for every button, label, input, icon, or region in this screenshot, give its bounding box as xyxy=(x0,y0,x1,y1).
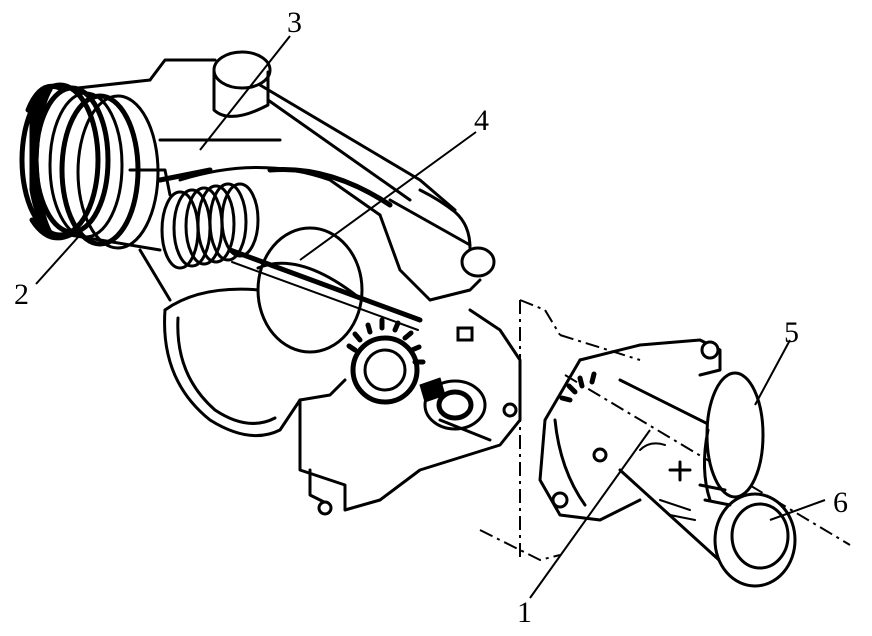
leader-3 xyxy=(199,35,291,151)
return-spring xyxy=(128,167,260,270)
leader-4 xyxy=(299,131,477,261)
throttle-housing xyxy=(138,50,496,438)
leader-6 xyxy=(769,499,826,521)
callout-3: 3 xyxy=(287,6,302,39)
leader-lines xyxy=(35,35,826,599)
actuator-motor xyxy=(538,338,797,588)
alignment-lines xyxy=(479,299,851,562)
leader-5 xyxy=(754,339,791,406)
callout-6: 6 xyxy=(833,486,848,519)
cable-pulley xyxy=(19,78,162,252)
callout-1: 1 xyxy=(517,596,532,629)
gear-housing xyxy=(298,308,522,516)
leader-2 xyxy=(35,234,81,285)
callout-4: 4 xyxy=(474,104,489,137)
leader-1 xyxy=(529,429,651,599)
callout-5: 5 xyxy=(784,316,799,349)
callout-2: 2 xyxy=(14,278,29,311)
